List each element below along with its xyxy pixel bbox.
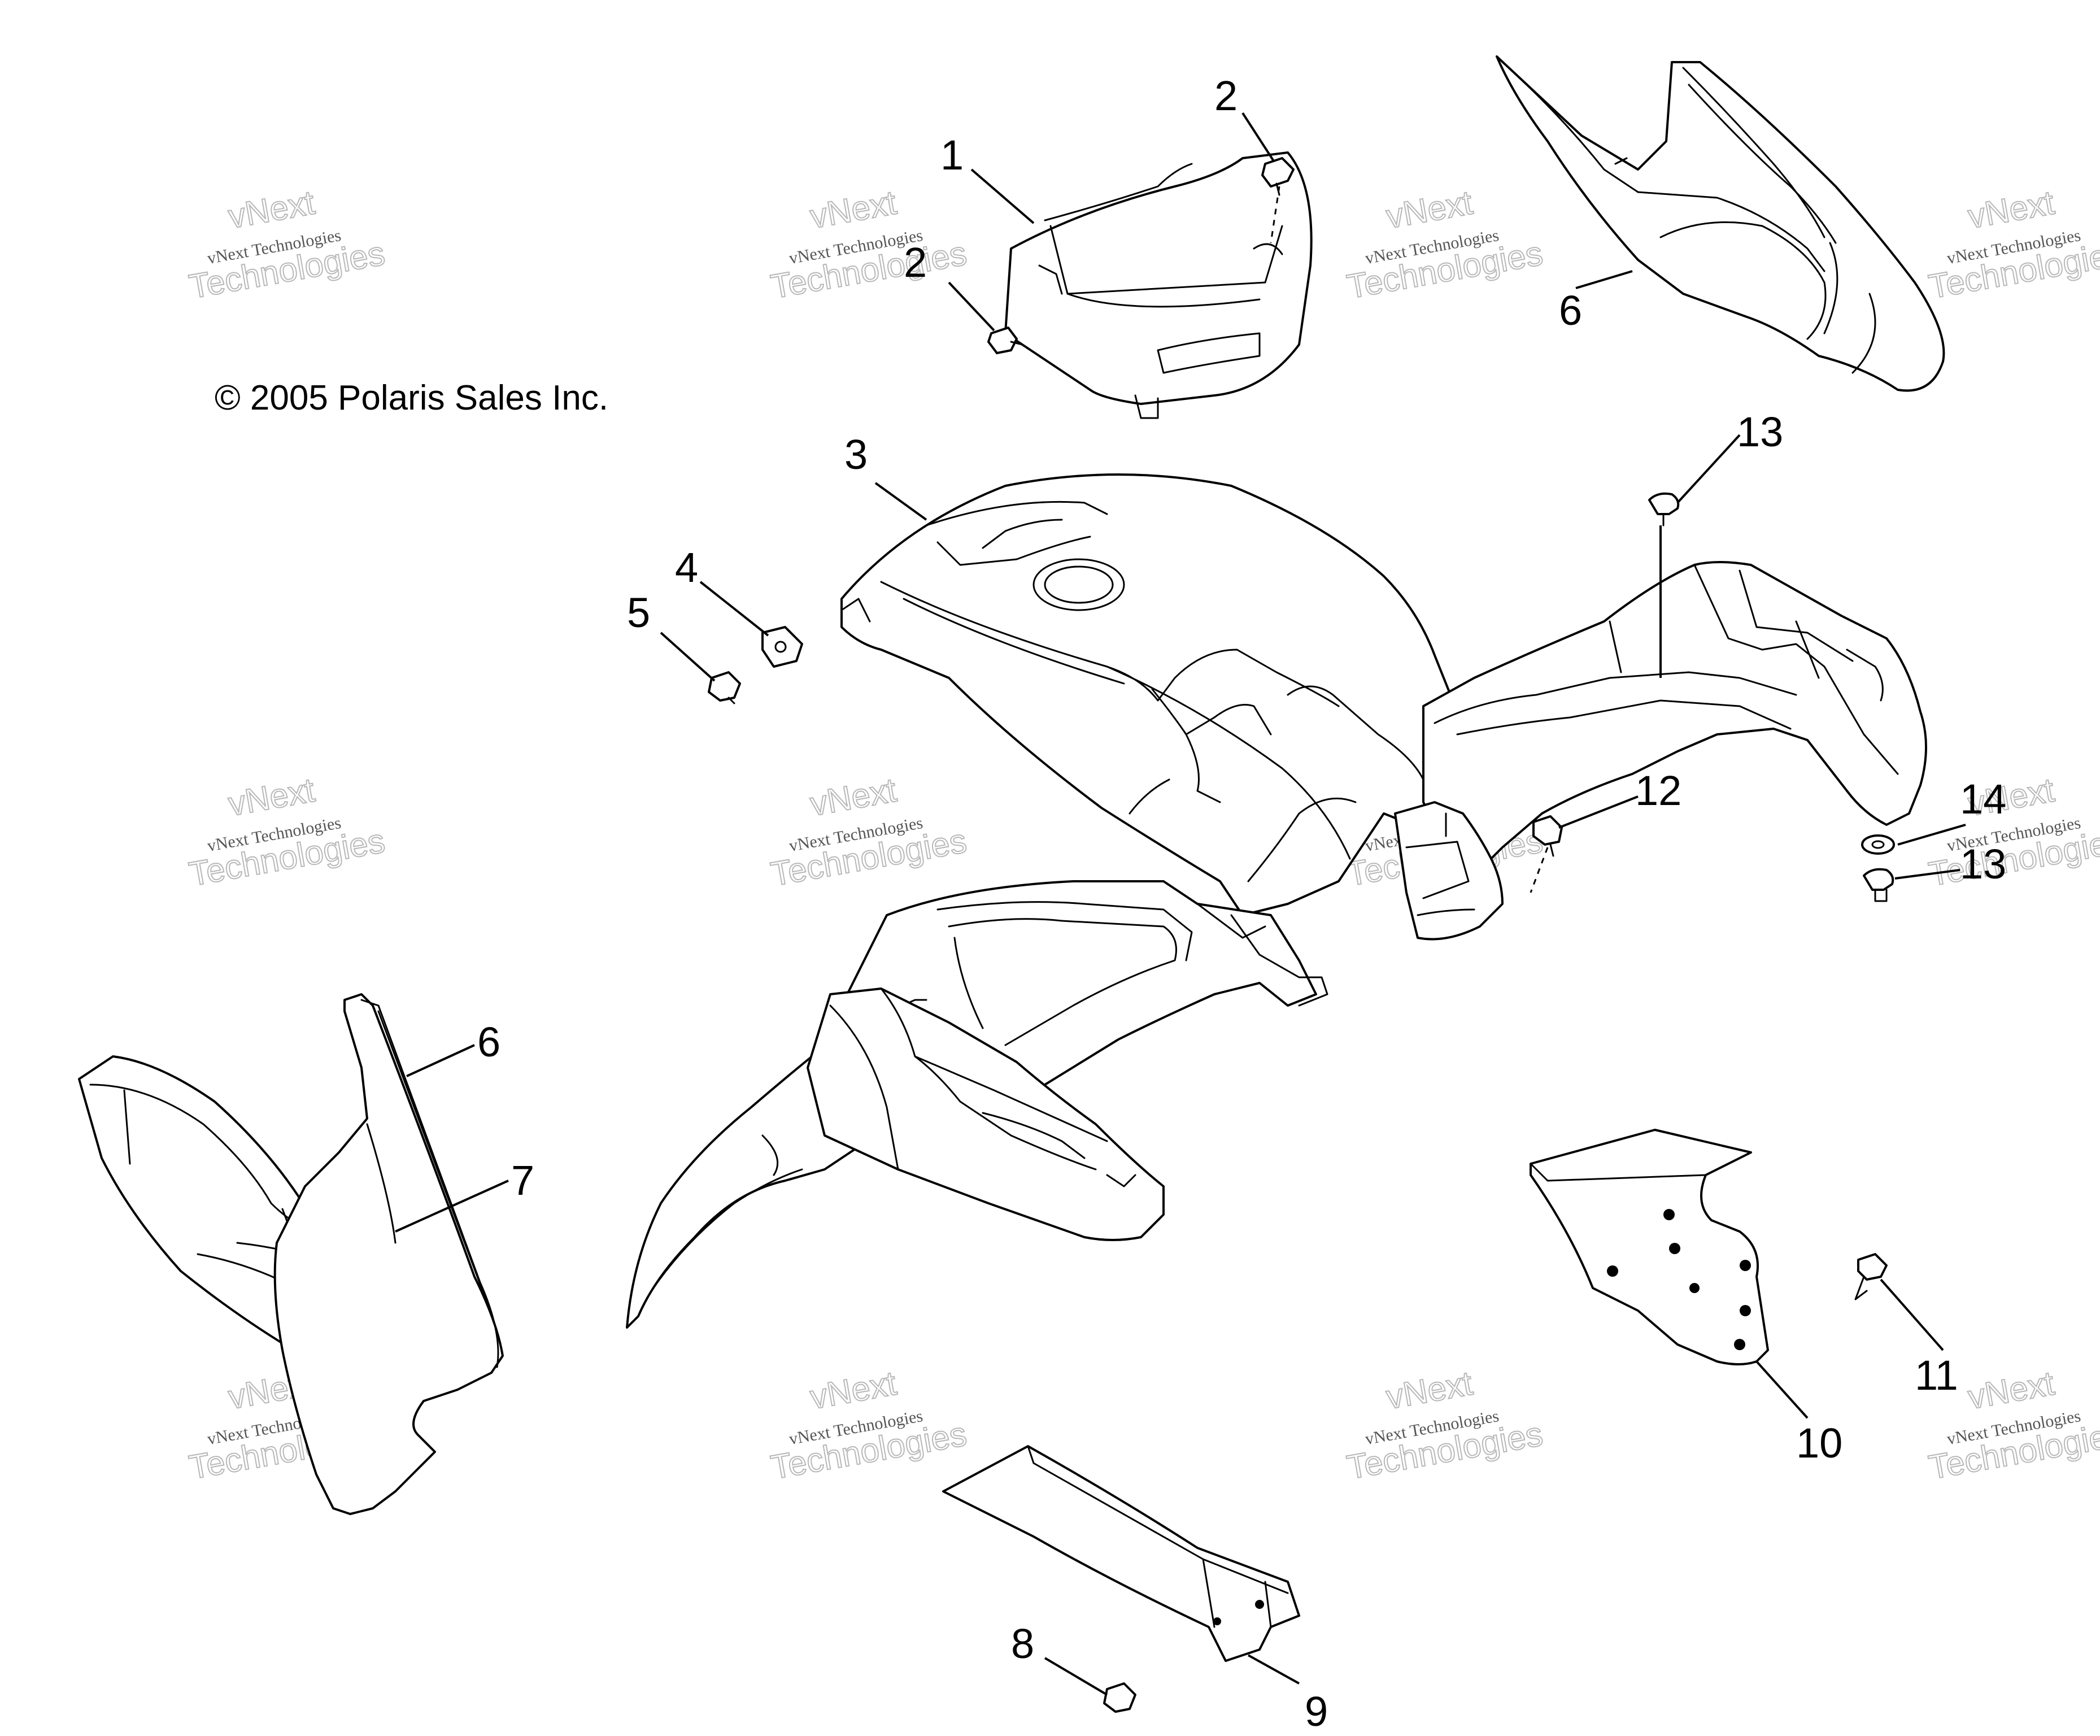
callout-12: 12 bbox=[1635, 767, 1681, 814]
svg-text:vNext: vNext bbox=[807, 771, 899, 824]
callout-labels: 1 2 2 3 4 5 6 6 7 8 9 10 11 12 13 13 14 bbox=[477, 72, 2006, 1735]
part-10-side-plate bbox=[1530, 1129, 1769, 1365]
watermark: vNext Technologies vNext Technologies bbox=[1925, 183, 2100, 307]
callout-14: 14 bbox=[1960, 776, 2006, 823]
callout-10: 10 bbox=[1796, 1420, 1842, 1467]
part-3-front-body bbox=[626, 473, 1927, 1329]
svg-text:vNext: vNext bbox=[1965, 1364, 2057, 1417]
svg-text:vNext: vNext bbox=[807, 184, 899, 236]
callout-13: 13 bbox=[1737, 408, 1783, 455]
callout-2: 2 bbox=[904, 239, 927, 286]
copyright-text: © 2005 Polaris Sales Inc. bbox=[215, 378, 608, 417]
callout-13: 13 bbox=[1960, 841, 2006, 887]
fastener-11-push-rivet bbox=[1854, 1253, 1888, 1300]
callout-11: 11 bbox=[1915, 1352, 1958, 1399]
svg-text:vNext: vNext bbox=[225, 184, 317, 236]
part-6-upper-cover bbox=[1496, 55, 1945, 392]
callout-5: 5 bbox=[627, 589, 650, 636]
watermark: vNext Technologies vNext Technologies bbox=[186, 771, 389, 894]
svg-text:vNext: vNext bbox=[1383, 1364, 1475, 1417]
callout-8: 8 bbox=[1011, 1620, 1034, 1667]
callout-4: 4 bbox=[675, 544, 698, 591]
callout-9: 9 bbox=[1305, 1688, 1328, 1735]
fastener-12-push-rivet bbox=[1532, 815, 1563, 857]
watermark: vNext Technologies vNext Technologies bbox=[768, 183, 970, 307]
watermark: vNext Technologies vNext Technologies bbox=[1344, 183, 1546, 307]
fastener-5-bolt bbox=[708, 671, 741, 704]
leader-lines bbox=[395, 112, 1966, 1696]
callout-2: 2 bbox=[1214, 72, 1238, 119]
fastener-14-washer bbox=[1861, 834, 1895, 855]
fastener-13b-screw bbox=[1863, 868, 1894, 902]
callout-7: 7 bbox=[511, 1157, 534, 1204]
svg-text:vNext: vNext bbox=[225, 771, 317, 824]
callout-6: 6 bbox=[477, 1019, 500, 1065]
part-7-lower-panel bbox=[273, 993, 504, 1515]
fastener-2b-rivet bbox=[987, 327, 1023, 354]
part-1-headlight-pod bbox=[1004, 151, 1313, 419]
svg-text:vNext: vNext bbox=[1383, 184, 1475, 236]
watermark: vNext Technologies vNext Technologies bbox=[186, 183, 389, 307]
watermark: vNext Technologies vNext Technologies bbox=[768, 1364, 970, 1487]
fastener-4-clip-nut bbox=[761, 626, 803, 668]
watermark: vNext Technologies vNext Technologies bbox=[768, 771, 970, 894]
fastener-8-bolt bbox=[1103, 1682, 1136, 1713]
svg-text:vNext: vNext bbox=[1965, 184, 2057, 236]
callout-6: 6 bbox=[1559, 287, 1582, 334]
callout-3: 3 bbox=[844, 431, 868, 478]
part-9-skid-plate bbox=[942, 1445, 1300, 1662]
svg-text:vNext: vNext bbox=[807, 1364, 899, 1417]
watermark: vNext Technologies vNext Technologies bbox=[1344, 1364, 1546, 1487]
fastener-2a-rivet bbox=[1261, 157, 1295, 196]
fastener-13a-screw bbox=[1648, 492, 1680, 527]
callout-1: 1 bbox=[940, 132, 964, 179]
